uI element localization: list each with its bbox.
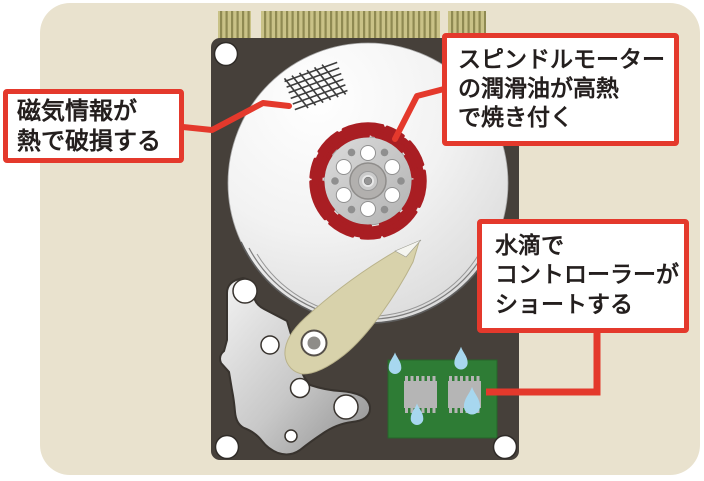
spindle-hub (323, 136, 413, 226)
hub-screw-holes (335, 145, 401, 217)
callout-spindle-line3: で焼き付く (458, 105, 573, 132)
callout-magnetic-line1: 磁気情報が (17, 96, 137, 125)
leader-magnetic (180, 100, 292, 133)
callout-magnetic-damage: 磁気情報が 熱で破損する (3, 89, 184, 163)
callout-magnetic-line2: 熱で破損する (17, 127, 161, 155)
callout-spindle-seizure: スピンドルモーター の潤滑油が高熱 で焼き付く (442, 33, 679, 146)
connector-pins (218, 11, 486, 39)
callout-controller-line2: コントローラーが (495, 262, 679, 289)
leader-controller (486, 330, 601, 396)
ic-chip-left (404, 376, 437, 413)
callout-controller-short: 水滴で コントローラーが ショートする (477, 219, 689, 333)
magnetic-damage-hatch (283, 61, 348, 111)
callout-spindle-line2: の潤滑油が高熱 (458, 75, 619, 102)
controller-board (387, 346, 498, 439)
read-head (394, 239, 422, 258)
callout-controller-line1: 水滴で (495, 233, 564, 260)
plate-holes (232, 278, 359, 443)
case-screws (213, 41, 518, 460)
leader-spindle (392, 86, 447, 142)
burnt-lubricant-scribble (309, 122, 427, 240)
leader-lines (180, 86, 601, 396)
callout-spindle-line1: スピンドルモーター (458, 46, 665, 73)
actuator-arm (284, 239, 422, 375)
water-droplets (388, 346, 481, 425)
callout-controller-line3: ショートする (495, 291, 633, 318)
hub-dots (331, 148, 405, 214)
